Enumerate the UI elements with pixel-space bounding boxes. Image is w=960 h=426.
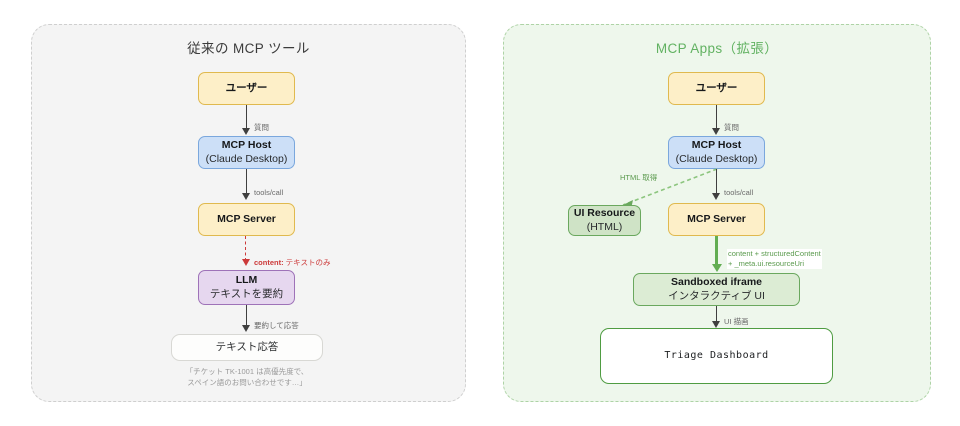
node-label-line1: Sandboxed iframe	[670, 276, 763, 289]
edge-legacy-server-llm-line	[245, 236, 246, 261]
node-label-line2: (HTML)	[586, 220, 623, 233]
node-apps-triage-dashboard: Triage Dashboard	[600, 328, 833, 384]
node-label-line2: (Claude Desktop)	[205, 152, 288, 165]
edge-label-apps-ui-render: UI 描画	[724, 317, 749, 326]
edge-label-legacy-question: 質問	[254, 123, 269, 132]
edge-label-structured-line1: content + structuredContent	[728, 249, 821, 258]
edge-legacy-host-server-line	[245, 169, 248, 195]
edge-legacy-llm-reply-line	[245, 305, 248, 327]
edge-apps-server-iframe-arrow	[711, 264, 722, 272]
edge-apps-iframe-dashboard-arrow	[712, 321, 720, 328]
edge-label-apps-toolscall: tools/call	[724, 188, 754, 197]
edge-legacy-user-host-arrow	[242, 128, 250, 135]
node-label-line1: UI Resource	[573, 207, 636, 220]
node-label-line2: インタラクティブ UI	[668, 289, 765, 302]
edge-legacy-server-llm-arrow	[241, 259, 250, 266]
edge-legacy-host-server-arrow	[242, 193, 250, 200]
node-legacy-llm: LLM テキストを要約	[198, 270, 295, 305]
dashboard-title: Triage Dashboard	[664, 349, 769, 361]
node-label-line1: MCP Server	[217, 212, 276, 225]
node-apps-ui-resource: UI Resource (HTML)	[568, 205, 641, 236]
edge-label-legacy-summarize: 要約して応答	[254, 321, 299, 330]
node-label-line2: テキストを要約	[209, 287, 284, 300]
node-label-line1: LLM	[235, 274, 258, 287]
edge-legacy-llm-reply-arrow	[242, 325, 250, 332]
edge-label-apps-html-fetch: HTML 取得	[620, 173, 658, 182]
edge-apps-user-host-line	[715, 105, 718, 130]
node-label-line1: ユーザー	[225, 81, 268, 94]
edge-apps-host-server-arrow	[712, 193, 720, 200]
panel-legacy-title: 従来の MCP ツール	[187, 41, 310, 56]
node-legacy-user: ユーザー	[198, 72, 295, 105]
edge-label-legacy-toolscall: tools/call	[254, 188, 284, 197]
panel-apps-title: MCP Apps（拡張）	[655, 41, 779, 56]
node-legacy-mcp-server: MCP Server	[198, 203, 295, 236]
node-apps-mcp-host: MCP Host (Claude Desktop)	[668, 136, 765, 169]
edge-apps-host-server-line	[715, 169, 718, 195]
node-label-line1: ユーザー	[695, 81, 738, 94]
edge-label-content-strong: content:	[254, 258, 284, 267]
node-legacy-mcp-host: MCP Host (Claude Desktop)	[198, 136, 295, 169]
node-label-line1: テキスト応答	[215, 340, 279, 353]
node-apps-mcp-server: MCP Server	[668, 203, 765, 236]
edge-label-structured-line2: + _meta.ui.resourceUri	[728, 259, 805, 269]
legacy-caption: 「チケット TK-1001 は高優先度で、 スペイン語のお問い合わせです…」	[171, 366, 323, 389]
edge-label-apps-question: 質問	[724, 123, 739, 132]
legacy-caption-line1: 「チケット TK-1001 は高優先度で、	[185, 367, 309, 376]
node-label-line2: (Claude Desktop)	[675, 152, 758, 165]
edge-label-legacy-content: content: テキストのみ	[254, 257, 330, 268]
node-label-line1: MCP Host	[691, 139, 742, 152]
edge-apps-iframe-dashboard-line	[715, 306, 718, 323]
edge-legacy-user-host-line	[245, 105, 248, 130]
edge-label-content-plain: テキストのみ	[283, 258, 331, 267]
edge-label-apps-structured-content: content + structuredContent + _meta.ui.r…	[727, 249, 822, 270]
node-apps-sandboxed-iframe: Sandboxed iframe インタラクティブ UI	[633, 273, 800, 306]
node-apps-user: ユーザー	[668, 72, 765, 105]
node-label-line1: MCP Server	[687, 212, 746, 225]
edge-apps-server-iframe-line	[715, 236, 718, 266]
node-legacy-text-reply: テキスト応答	[171, 334, 323, 361]
edge-apps-user-host-arrow	[712, 128, 720, 135]
node-label-line1: MCP Host	[221, 139, 272, 152]
legacy-caption-line2: スペイン語のお問い合わせです…」	[187, 378, 307, 388]
